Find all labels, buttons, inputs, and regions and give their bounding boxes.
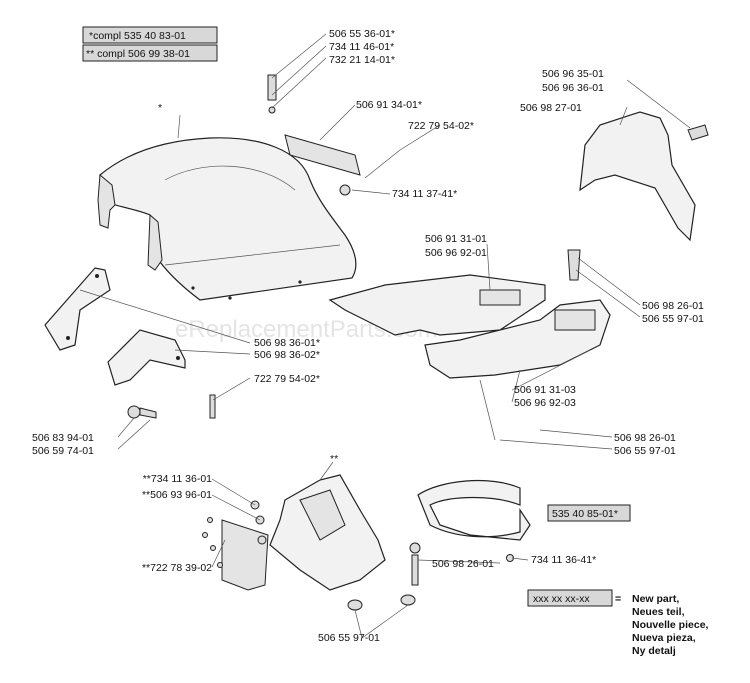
kit-box-compl-1-label: *compl 535 40 83-01 (89, 30, 186, 42)
legend-line-4: Nueva pieza, (632, 632, 696, 644)
part-label-506-96-92-03: 506 96 92-03 (514, 397, 576, 409)
legend-line-5: Ny detalj (632, 645, 676, 657)
part-label-722-79-54-02-left: 722 79 54-02* (254, 373, 320, 385)
part-label-506-96-92-01: 506 96 92-01 (425, 247, 487, 259)
part-label-506-98-36-02: 506 98 36-02* (254, 349, 320, 361)
part-label-double-star: ** (330, 453, 338, 465)
part-label-506-98-26-01-bottom: 506 98 26-01 (432, 558, 494, 570)
lower-bracket-part (107, 329, 186, 386)
part-label-506-83-94-01: 506 83 94-01 (32, 432, 94, 444)
part-label-506-98-26-01-mid: 506 98 26-01 (614, 432, 676, 444)
part-labels: 506 55 36-01* 734 11 46-01* 732 21 14-01… (32, 28, 704, 644)
part-label-722-78-39-02: **722 78 39-02 (142, 562, 212, 574)
dash-panel-part (267, 74, 401, 196)
part-label-506-91-31-03: 506 91 31-03 (514, 384, 576, 396)
part-label-506-93-96-01: **506 93 96-01 (142, 489, 212, 501)
part-label-506-55-36-01: 506 55 36-01* (329, 28, 395, 40)
seat-pan-part (328, 274, 546, 336)
legend-code: xxx xx xx-xx (533, 593, 590, 605)
hood-cover-part (97, 137, 357, 301)
part-label-734-11-36-41: 734 11 36-41* (531, 554, 596, 566)
legend: xxx xx xx-xx = New part, Neues teil, Nou… (527, 589, 709, 657)
leader-lines (79, 33, 691, 639)
rear-tray-part (417, 479, 531, 541)
part-label-506-98-27-01: 506 98 27-01 (520, 102, 582, 114)
right-fender-part (579, 111, 709, 242)
rear-cover-part (269, 474, 386, 591)
part-label-506-55-97-01-right: 506 55 97-01 (642, 313, 704, 325)
part-label-734-11-46-01: 734 11 46-01* (329, 41, 394, 53)
kit-box-3: 535 40 85-01* (547, 504, 631, 522)
part-label-722-79-54-02-top: 722 79 54-02* (408, 120, 474, 132)
part-label-734-11-36-01: **734 11 36-01 (143, 473, 212, 485)
kit-box-compl-1: *compl 535 40 83-01 (82, 26, 218, 44)
left-bracket-part (44, 267, 111, 351)
seat-frame-part (424, 249, 611, 379)
front-plate-part (202, 500, 269, 591)
part-label-506-96-36-01: 506 96 36-01 (542, 82, 604, 94)
part-label-single-star: * (158, 102, 162, 114)
part-label-506-55-97-01-mid: 506 55 97-01 (614, 445, 676, 457)
part-label-506-98-36-01: 506 98 36-01* (254, 337, 320, 349)
part-label-506-55-97-01-bottom: 506 55 97-01 (318, 632, 380, 644)
part-label-506-96-35-01: 506 96 35-01 (542, 68, 604, 80)
legend-line-1: New part, (632, 593, 679, 605)
legend-equals: = (615, 593, 621, 605)
part-label-506-91-31-01: 506 91 31-01 (425, 233, 487, 245)
part-label-732-21-14-01: 732 21 14-01* (329, 54, 395, 66)
hardware-left (127, 394, 216, 419)
part-label-506-59-74-01: 506 59 74-01 (32, 445, 94, 457)
legend-line-2: Neues teil, (632, 606, 685, 618)
part-label-506-98-26-01-right: 506 98 26-01 (642, 300, 704, 312)
kit-box-compl-2: ** compl 506 99 38-01 (82, 44, 218, 62)
legend-line-3: Nouvelle piece, (632, 619, 709, 631)
kit-box-3-label: 535 40 85-01* (552, 508, 618, 520)
kit-box-compl-2-label: ** compl 506 99 38-01 (86, 48, 190, 60)
part-label-506-91-34-01: 506 91 34-01* (356, 99, 422, 111)
part-label-734-11-37-41: 734 11 37-41* (392, 188, 457, 200)
